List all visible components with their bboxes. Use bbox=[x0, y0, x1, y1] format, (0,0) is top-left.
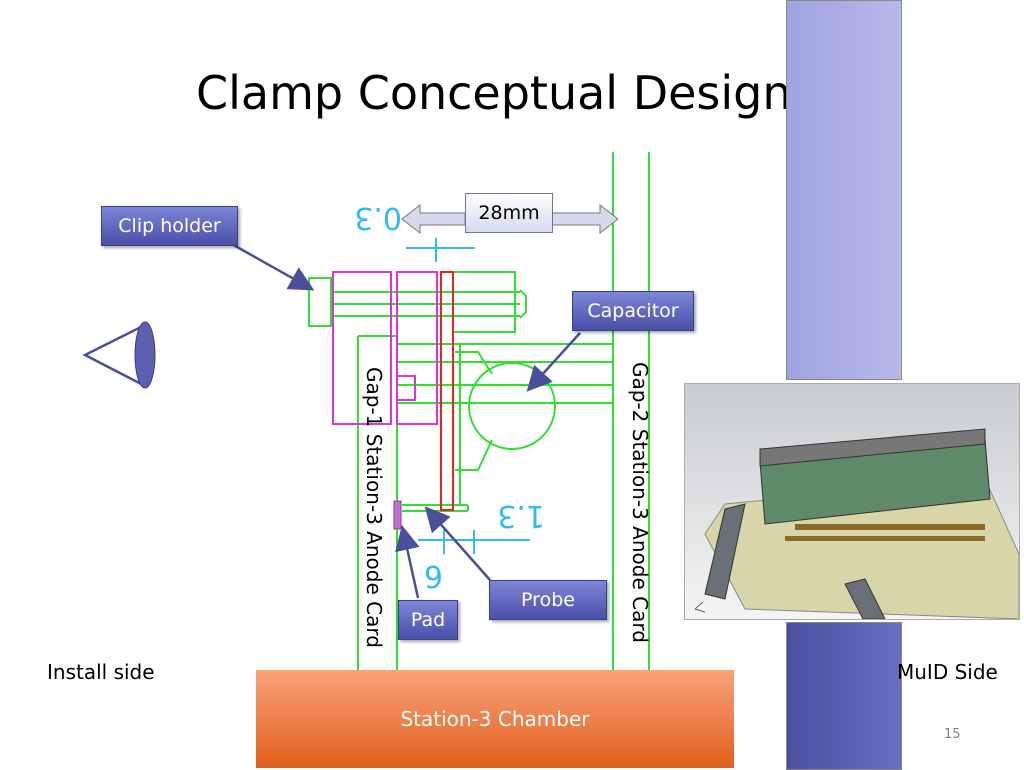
clip-holder-arrow bbox=[229, 241, 315, 291]
pad-label: Pad bbox=[398, 600, 458, 640]
install-side-label: Install side bbox=[47, 660, 155, 684]
dimension-label: 28mm bbox=[465, 193, 553, 233]
capacitor-label: Capacitor bbox=[572, 291, 694, 331]
capacitor-arrow bbox=[526, 332, 581, 392]
clip-holder-label: Clip holder bbox=[101, 206, 238, 246]
capacitor-outline bbox=[468, 362, 556, 450]
dim-mid-text: 1.3 bbox=[497, 498, 545, 533]
slide-title: Clamp Conceptual Design bbox=[196, 66, 792, 120]
clamp-3d-render bbox=[684, 383, 1020, 620]
render-graphic bbox=[694, 428, 1019, 619]
clip-holder-outline bbox=[332, 271, 438, 425]
pad-arrow bbox=[395, 525, 420, 599]
dim-low-text: 6 bbox=[424, 558, 443, 593]
muid-side-label: MuID Side bbox=[897, 660, 998, 684]
probe-arrow bbox=[424, 506, 491, 581]
pad-element bbox=[393, 500, 402, 530]
probe-label: Probe bbox=[489, 580, 607, 620]
page-number: 15 bbox=[944, 727, 961, 742]
gap1-card-label: Gap-1 Station-3 Anode Card bbox=[362, 367, 386, 648]
gap2-card-label: Gap-2 Station-3 Anode Card bbox=[628, 362, 652, 643]
red-insulator bbox=[440, 271, 454, 511]
dim-top-text: 0.3 bbox=[354, 200, 402, 235]
station3-chamber: Station-3 Chamber bbox=[256, 670, 734, 768]
upper-blue-bar bbox=[786, 0, 902, 380]
view-direction-icon bbox=[82, 321, 156, 389]
